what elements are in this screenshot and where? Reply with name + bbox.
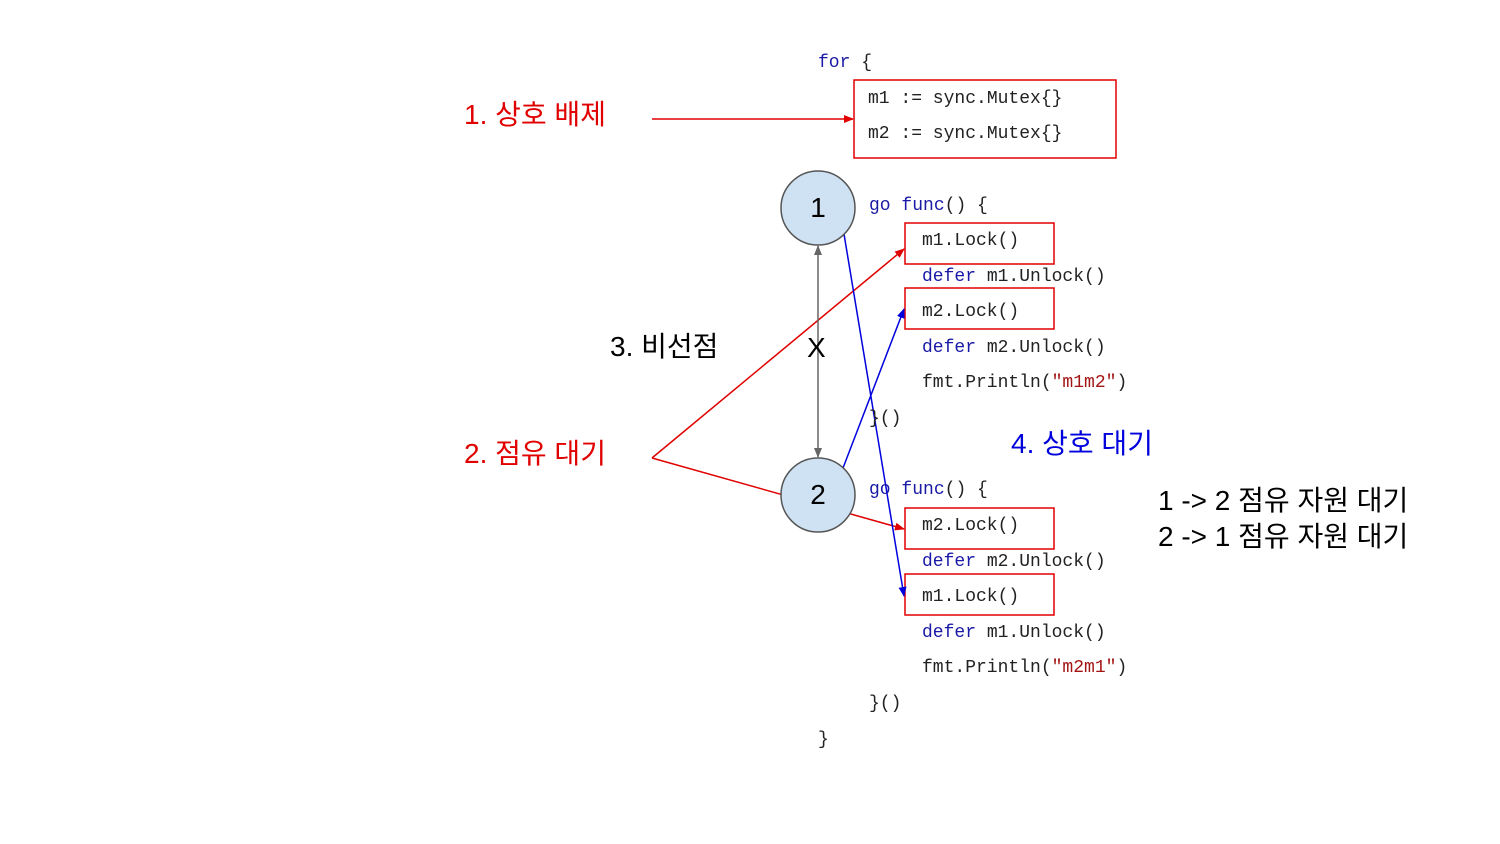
label-no-preemption: 3. 비선점 <box>610 331 719 362</box>
println-head: fmt.Println( <box>922 658 1052 678</box>
code-g1-lock-m2: m2.Lock() <box>922 302 1020 322</box>
node-2-circle <box>780 457 856 533</box>
println-string: "m1m2" <box>1051 373 1117 393</box>
for-keyword: for <box>818 53 851 73</box>
label-wait-1-to-2: 1 -> 2 점유 자원 대기 <box>1158 485 1409 516</box>
circular-wait-arrow-g2-to-m2 <box>842 308 905 469</box>
label-wait-2-to-1: 2 -> 1 점유 자원 대기 <box>1158 521 1409 552</box>
code-for-close: } <box>818 730 829 750</box>
for-open: { <box>850 53 873 73</box>
println-tail: ) <box>1116 373 1128 393</box>
node-2-label: 2 <box>810 479 826 510</box>
println-head: fmt.Println( <box>922 373 1052 393</box>
func-keyword: func <box>901 480 945 500</box>
g2-lock-m2-box <box>904 507 1055 550</box>
code-g1-println: fmt.Println("m1m2") <box>922 373 1127 393</box>
defer-keyword: defer <box>922 623 977 643</box>
code-g1-defer-unlock-m1: defer m1.Unlock() <box>922 267 1106 287</box>
code-g1-close: }() <box>869 409 902 429</box>
unlock-call: m1.Unlock() <box>976 267 1106 287</box>
code-m2-decl: m2 := sync.Mutex{} <box>868 124 1063 144</box>
unlock-call: m2.Unlock() <box>976 552 1106 572</box>
code-g2-println: fmt.Println("m2m1") <box>922 658 1127 678</box>
label-mutual-exclusion: 1. 상호 배제 <box>464 99 606 130</box>
code-for-line: for { <box>818 53 872 73</box>
code-g2-go-func: go func() { <box>869 480 988 500</box>
label-x-mark: X <box>807 332 826 363</box>
label-hold-and-wait: 2. 점유 대기 <box>464 438 606 469</box>
defer-keyword: defer <box>922 267 977 287</box>
code-g2-defer-unlock-m2: defer m2.Unlock() <box>922 552 1106 572</box>
unlock-call: m1.Unlock() <box>976 623 1106 643</box>
code-m1-decl: m1 := sync.Mutex{} <box>868 89 1063 109</box>
go-keyword: go <box>869 196 891 216</box>
code-g2-defer-unlock-m1: defer m1.Unlock() <box>922 623 1106 643</box>
code-g2-lock-m2: m2.Lock() <box>922 516 1020 536</box>
func-keyword: func <box>901 196 945 216</box>
mutex-decl-box <box>853 79 1117 159</box>
func-tail: () { <box>944 480 988 500</box>
func-tail: () { <box>944 196 988 216</box>
hold-wait-arrow-to-g2 <box>651 457 905 531</box>
defer-keyword: defer <box>922 552 977 572</box>
g1-lock-m2-box <box>904 287 1055 330</box>
println-tail: ) <box>1116 658 1128 678</box>
circular-wait-arrow-g1-to-m1 <box>842 227 907 597</box>
label-circular-wait: 4. 상호 대기 <box>1011 428 1153 459</box>
println-string: "m2m1" <box>1051 658 1117 678</box>
code-g1-lock-m1: m1.Lock() <box>922 231 1020 251</box>
code-g2-lock-m1: m1.Lock() <box>922 587 1020 607</box>
unlock-call: m2.Unlock() <box>976 338 1106 358</box>
g1-lock-m1-box <box>904 222 1055 265</box>
code-g1-defer-unlock-m2: defer m2.Unlock() <box>922 338 1106 358</box>
code-g1-go-func: go func() { <box>869 196 988 216</box>
code-g2-close: }() <box>869 694 902 714</box>
hold-wait-arrow-to-g1 <box>651 248 905 459</box>
node-1-label: 1 <box>810 192 826 223</box>
go-keyword: go <box>869 480 891 500</box>
node-1-circle <box>780 170 856 246</box>
defer-keyword: defer <box>922 338 977 358</box>
